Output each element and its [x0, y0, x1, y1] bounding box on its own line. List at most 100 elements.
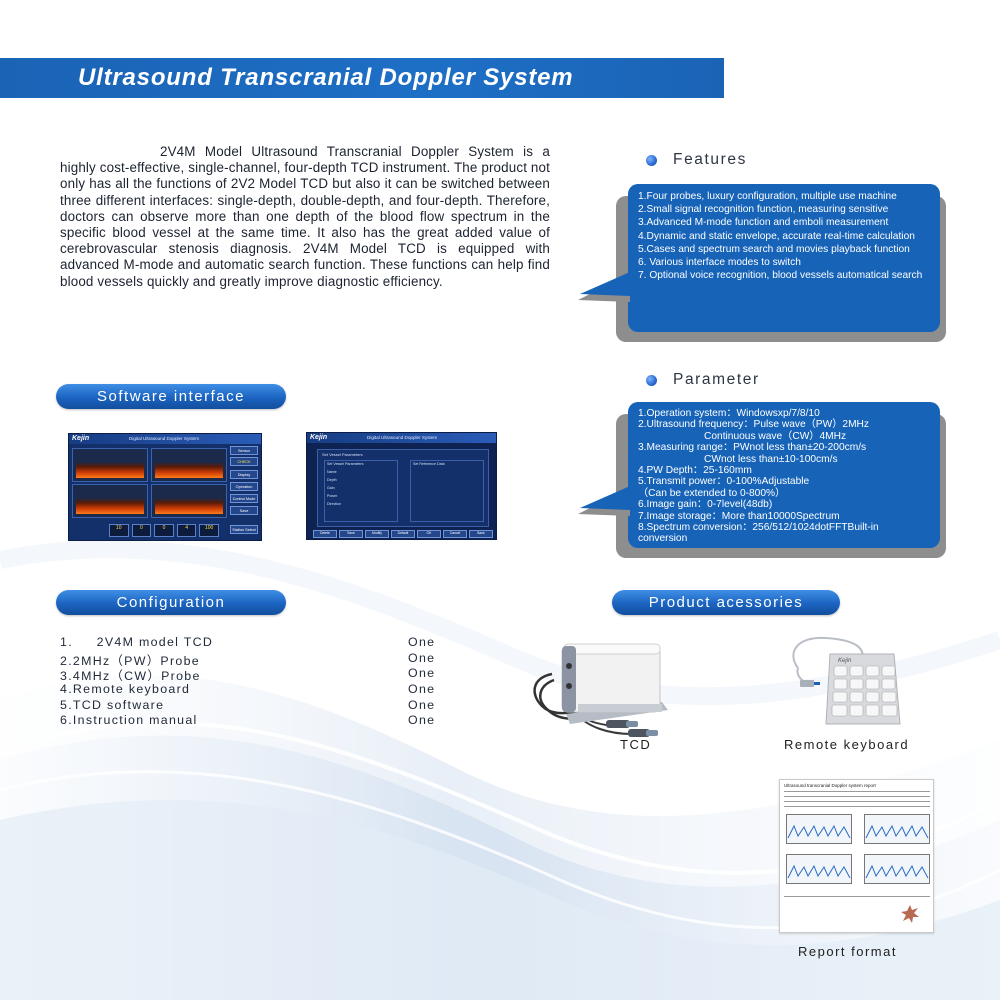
field-label: Name [327, 470, 337, 474]
configuration-item-name: 5.TCD software [60, 697, 165, 712]
footer-button: Modify [365, 530, 389, 538]
software-interface-pill: Software interface [56, 384, 286, 409]
product-accessories-heading: Product acessories [648, 594, 804, 611]
spectrum-panel [72, 484, 148, 518]
field-label: Depth [327, 478, 337, 482]
group-title: Set Reference Data [413, 462, 445, 466]
spectrum-waveform [76, 462, 144, 478]
report-rule [784, 796, 930, 797]
readout-value: 10 [109, 524, 129, 537]
parameter-item: （Can be extended to 0-800%） [638, 487, 786, 499]
configuration-item-qty: One [408, 713, 436, 728]
side-button-operation: Operation [230, 482, 258, 491]
features-callout-tail [578, 272, 630, 302]
parameter-item: CWnot less than±10-100cm/s [704, 453, 838, 465]
parameter-panel: 1.Operation system：Windowsxp/7/8/10 2.Ul… [628, 402, 940, 548]
vessel-parameter-group: Set Vessel Parameters Name Depth Gain Po… [324, 460, 398, 522]
side-button-check: CHECK [230, 457, 258, 466]
configuration-item-name: 4.Remote keyboard [60, 682, 191, 697]
report-spectrum-chart [786, 814, 852, 844]
footer-button: Back [469, 530, 493, 538]
readout-bar: 10 0 0 4 100 [109, 524, 219, 537]
group-title: Set Vessel Parameters [327, 462, 364, 466]
feature-item: 3.Advanced M-mode function and emboli me… [638, 217, 889, 229]
tcd-caption: TCD [620, 737, 652, 752]
parameter-item: 2.Ultrasound frequency：Pulse wave（PW）2MH… [638, 419, 870, 431]
screenshot-brand-logo: Kejin [72, 435, 90, 442]
feature-item: 1.Four probes, luxury configuration, mul… [638, 191, 897, 202]
footer-button: Delete [313, 530, 337, 538]
parameter-item: 7.Image storage：More than10000Spectrum [638, 510, 840, 522]
field-label: Gain [327, 486, 335, 490]
parameter-heading-label: Parameter [673, 371, 760, 388]
configuration-item-name: 3.4MHz（CW）Probe [60, 669, 201, 684]
parameter-callout-tail [578, 486, 630, 516]
configuration-item-qty: One [408, 682, 436, 697]
tcd-device-image [533, 643, 668, 737]
report-rule [784, 896, 930, 897]
spectrum-waveform [76, 498, 144, 514]
configuration-heading: Configuration [116, 594, 226, 611]
intro-paragraph: 2V4M Model Ultrasound Transcranial Doppl… [60, 144, 551, 289]
report-format-caption: Report format [798, 944, 897, 959]
software-screenshot-four-depth: Kejin Digital Ultrasound Doppler System … [68, 433, 262, 541]
spectrum-panel [72, 448, 148, 482]
side-button-display: Display [230, 470, 258, 479]
page-title: Ultrasound Transcranial Doppler System [78, 64, 574, 91]
side-button-sensor: Sensor [230, 446, 258, 455]
report-spectrum-chart [864, 854, 930, 884]
title-banner: Ultrasound Transcranial Doppler System [0, 58, 724, 98]
parameter-item: Continuous wave（CW）4MHz [704, 430, 847, 442]
parameter-heading: Parameter [646, 371, 760, 389]
feature-item: 4.Dynamic and static envelope, accurate … [638, 230, 915, 242]
screenshot-title: Digital Ultrasound Doppler System [367, 435, 438, 440]
configuration-item-name: 1. 2V4M model TCD [60, 635, 214, 649]
report-spectrum-chart [786, 854, 852, 884]
readout-value: 100 [199, 524, 219, 537]
report-rule [784, 801, 930, 802]
spectrum-waveform [155, 462, 223, 478]
configuration-pill: Configuration [56, 590, 286, 615]
footer-button: Default [391, 530, 415, 538]
dialog-title: Set Vessel Parameters [322, 452, 363, 457]
side-button-save: Save [230, 506, 258, 515]
spectrum-waveform [155, 498, 223, 514]
parameter-dialog: Set Vessel Parameters Set Vessel Paramet… [317, 449, 489, 527]
dialog-footer: Delete Save Modify Default OK Cancel Bac… [313, 530, 493, 538]
keyboard-brand-label: Kejin [838, 658, 852, 664]
screenshot-brand-logo: Kejin [310, 434, 328, 441]
readout-value: 4 [176, 524, 197, 537]
report-format-image: Ultrasound transcranial Doppler system r… [779, 779, 934, 933]
readout-value: 0 [131, 524, 152, 537]
report-brain-icon [901, 905, 919, 923]
configuration-row: 4.Remote keyboard One [60, 682, 460, 698]
field-label: Power [327, 494, 338, 498]
bullet-dot-icon [646, 154, 657, 166]
software-screenshot-parameters: Kejin Digital Ultrasound Doppler System … [306, 432, 497, 540]
parameter-item: 8.Spectrum conversion：256/512/1024dotFFT… [638, 522, 879, 545]
configuration-item-qty: One [408, 666, 436, 681]
configuration-item-qty: One [408, 635, 436, 649]
parameter-item: 1.Operation system：Windowsxp/7/8/10 [638, 408, 820, 419]
configuration-row: 1. 2V4M model TCD One [60, 635, 460, 651]
footer-button: Save [339, 530, 363, 538]
side-button-control-mode: Control Mode [230, 494, 258, 503]
report-spectrum-chart [864, 814, 930, 844]
readout-value: 0 [154, 524, 174, 537]
side-button-station-select: Station Select [230, 525, 258, 534]
screenshot-title-bar [69, 434, 261, 444]
features-heading: Features [646, 151, 747, 169]
software-interface-heading: Software interface [97, 388, 245, 405]
feature-item: 7. Optional voice recognition, blood ves… [638, 270, 923, 282]
bullet-dot-icon [646, 374, 657, 386]
screenshot-title-bar [307, 433, 496, 443]
spectrum-panel [151, 484, 227, 518]
configuration-item-name: 2.2MHz（PW）Probe [60, 653, 200, 668]
spectrum-panel [151, 448, 227, 482]
field-label: Direction [327, 502, 342, 506]
configuration-row: 3.4MHz（CW）Probe One [60, 666, 460, 684]
